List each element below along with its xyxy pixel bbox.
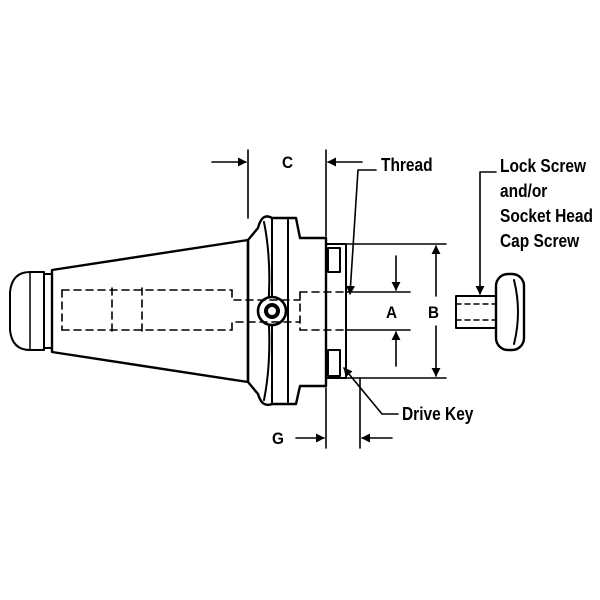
dimension-g-label: G (272, 429, 284, 448)
dimension-drive-key (359, 377, 393, 449)
lock-screw-label-line-4: Cap Screw (500, 231, 580, 251)
dimension-a-label: A (386, 303, 398, 322)
lock-screw-label-line-3: Socket Head (500, 206, 593, 226)
dimension-b-label: B (428, 303, 440, 322)
lock-screw-label-line-1: Lock Screw (500, 156, 587, 176)
drive-key-label: Drive Key (402, 404, 474, 424)
dimension-g (295, 387, 327, 449)
side-lock-hole (256, 295, 288, 327)
thread-leader (346, 169, 377, 295)
retention-knob (9, 271, 53, 351)
hidden-bore (61, 287, 347, 335)
drive-key-bottom (327, 349, 341, 377)
thread-label: Thread (381, 155, 433, 175)
dimension-a (345, 255, 411, 367)
lock-screw (455, 272, 526, 352)
drive-key-top (327, 247, 341, 273)
dimension-c (211, 149, 363, 237)
taper-shank (50, 238, 250, 384)
drive-key-leader (343, 367, 399, 415)
dimension-b (345, 243, 447, 379)
dimension-c-label: C (282, 153, 294, 172)
lock-screw-label-line-2: and/or (500, 181, 548, 201)
lock-screw-leader (475, 171, 497, 295)
